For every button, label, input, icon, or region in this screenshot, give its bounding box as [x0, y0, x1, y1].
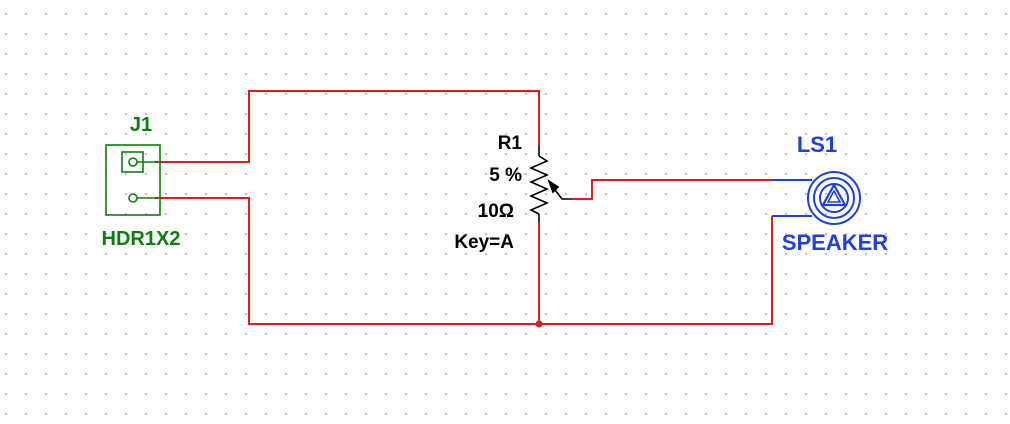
potentiometer-icon[interactable] [529, 146, 572, 222]
junction-dot-icon [535, 320, 543, 328]
r1-tolerance-label: 5 % [489, 165, 522, 186]
wire-j1-pin2[interactable] [155, 197, 539, 325]
ls1-value-label: SPEAKER [782, 230, 888, 255]
j1-value-label: HDR1X2 [102, 228, 181, 250]
wires [155, 90, 773, 325]
ls1-ref-label: LS1 [797, 132, 837, 157]
wire-j1-pin1[interactable] [155, 90, 540, 163]
r1-resistance-label: 10Ω [478, 201, 514, 222]
header-connector-icon[interactable] [105, 144, 161, 216]
speaker-icon[interactable] [772, 171, 861, 225]
j1-ref-label: J1 [130, 114, 152, 136]
r1-key-label: Key=A [454, 232, 514, 253]
r1-ref-label: R1 [498, 133, 523, 154]
wire-wiper-to-speaker[interactable] [572, 179, 772, 200]
wire-speaker-return[interactable] [539, 216, 773, 325]
